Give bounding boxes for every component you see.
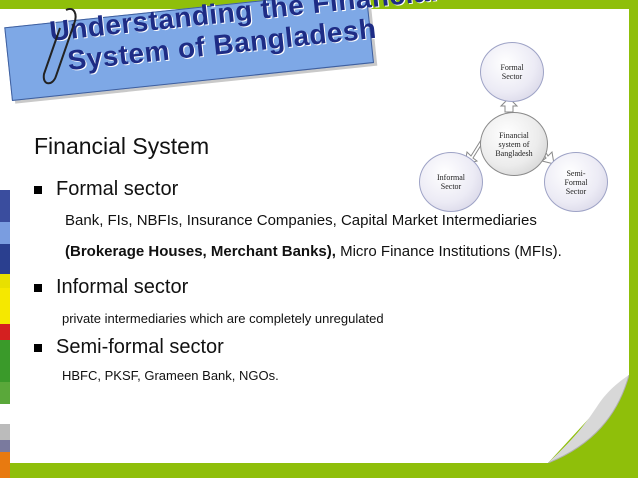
semiformal-detail: HBFC, PKSF, Grameen Bank, NGOs. xyxy=(62,368,279,383)
right-border xyxy=(629,0,638,478)
bullet-marker xyxy=(34,283,42,292)
bullet-marker xyxy=(34,185,42,194)
node-label: Formal xyxy=(564,177,588,187)
node-label: Financial xyxy=(499,130,529,140)
bullet-marker xyxy=(34,343,42,352)
formal-detail-line-2: (Brokerage Houses, Merchant Banks), Micr… xyxy=(65,243,562,260)
paperclip-icon xyxy=(42,8,77,85)
bullet-label: Semi-formal sector xyxy=(56,336,224,358)
node-label: Bangladesh xyxy=(495,148,533,158)
node-label: system of xyxy=(498,139,530,149)
bullet-label: Formal sector xyxy=(56,178,179,200)
node-label: Formal xyxy=(500,63,524,72)
bottom-border xyxy=(0,463,638,478)
node-label: Informal xyxy=(437,173,465,182)
informal-detail: private intermediaries which are complet… xyxy=(62,311,384,326)
node-label: Sector xyxy=(565,186,587,196)
formal-detail-bold: (Brokerage Houses, Merchant Banks), xyxy=(65,243,336,260)
bullet-formal: Formal sector xyxy=(34,178,178,201)
section-heading: Financial System xyxy=(34,133,210,159)
bullet-semiformal: Semi-formal sector xyxy=(34,336,224,359)
bullet-informal: Informal sector xyxy=(34,276,188,299)
node-label: Semi- xyxy=(566,168,586,178)
node-label: Sector xyxy=(501,72,523,81)
page-curl xyxy=(548,375,629,463)
bullet-label: Informal sector xyxy=(56,276,189,298)
node-label: Sector xyxy=(440,182,462,191)
formal-detail-line-1: Bank, FIs, NBFIs, Insurance Companies, C… xyxy=(65,212,537,229)
formal-detail-rest: Micro Finance Institutions (MFIs). xyxy=(335,243,562,260)
